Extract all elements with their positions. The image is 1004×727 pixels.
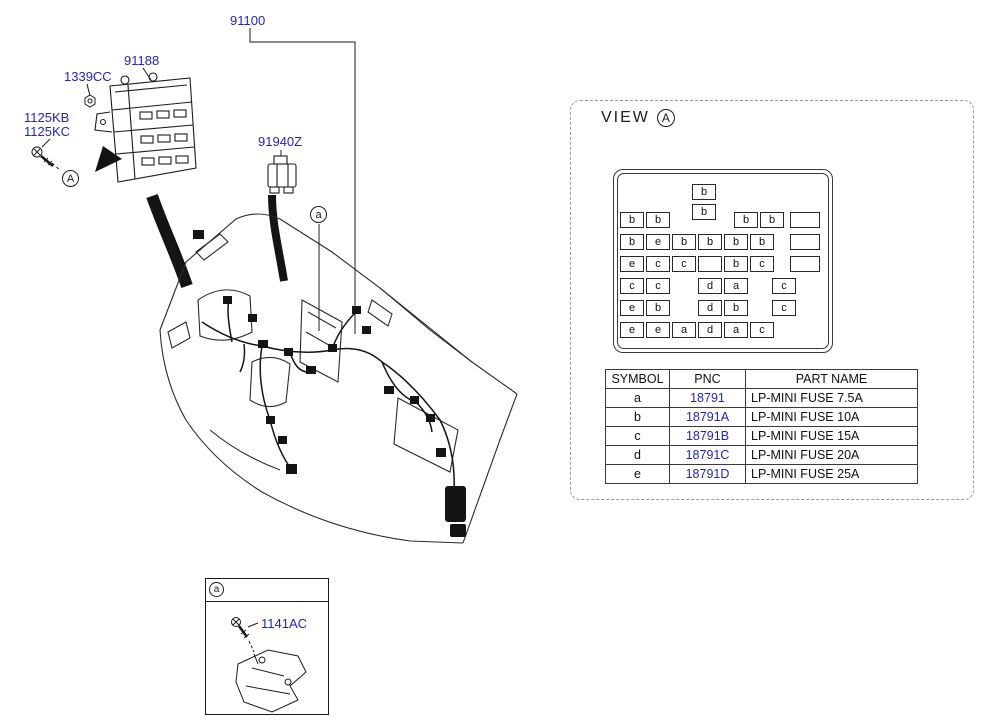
pnc-link[interactable]: 18791A (669, 407, 746, 427)
symbol-cell: b (605, 407, 670, 427)
fuse-cell-b: b (724, 256, 748, 272)
col-header-pnc: PNC (669, 369, 746, 389)
symbol-cell: e (605, 464, 670, 484)
fuse-cell-e: e (620, 256, 644, 272)
fuse-cell-b: b (750, 234, 774, 250)
callout-A-view-icon: A (656, 109, 675, 127)
harness-straps (146, 193, 288, 288)
part-label-91188[interactable]: 91188 (124, 53, 160, 68)
fuse-cell-b: b (620, 212, 644, 228)
fuse-cell-b: b (620, 234, 644, 250)
pnc-link[interactable]: 18791B (669, 426, 746, 446)
fuse-cell-b: b (734, 212, 758, 228)
fuse-cell-c: c (772, 300, 796, 316)
fuse-cell-d: d (698, 278, 722, 294)
symbol-cell: c (605, 426, 670, 446)
part-label-91100[interactable]: 91100 (230, 13, 266, 28)
fuse-cell-d: d (698, 300, 722, 316)
fuse-cell-a: a (724, 278, 748, 294)
part-name-cell: LP-MINI FUSE 7.5A (745, 388, 918, 408)
callout-a-main: a (310, 206, 327, 223)
fuse-cell-c: c (672, 256, 696, 272)
fuse-cell-b: b (724, 300, 748, 316)
fuse-cell-b: b (692, 204, 716, 220)
fuse-cell-b: b (646, 212, 670, 228)
part-name-cell: LP-MINI FUSE 10A (745, 407, 918, 427)
pnc-link[interactable]: 18791 (669, 388, 746, 408)
fuse-cell-a: a (672, 322, 696, 338)
part-label-1339CC[interactable]: 1339CC (64, 69, 112, 84)
fuse-cell-blank (790, 234, 820, 250)
part-label-91940Z[interactable]: 91940Z (258, 134, 303, 149)
fuse-cell-c: c (750, 256, 774, 272)
part-label-1141AC[interactable]: 1141AC (261, 616, 308, 631)
inset-a-box: a 1141AC (205, 578, 329, 715)
fuse-cell-b: b (698, 234, 722, 250)
fuse-cell-e: e (646, 322, 670, 338)
table-header-row: SYMBOL PNC PART NAME (605, 369, 918, 389)
col-header-symbol: SYMBOL (605, 369, 670, 389)
fuse-cell-c: c (772, 278, 796, 294)
part-name-cell: LP-MINI FUSE 15A (745, 426, 918, 446)
fuse-cell-d: d (698, 322, 722, 338)
symbol-cell: a (605, 388, 670, 408)
fuse-cell-e: e (620, 322, 644, 338)
col-header-part-name: PART NAME (745, 369, 918, 389)
fuse-cell-b: b (646, 300, 670, 316)
callout-a-inset: a (209, 582, 224, 597)
fuse-cell-c: c (750, 322, 774, 338)
inset-bracket-drawing (235, 649, 307, 713)
pnc-link[interactable]: 18791D (669, 464, 746, 484)
callout-A-bolt: A (62, 170, 79, 187)
fuse-cell-b: b (672, 234, 696, 250)
fuse-cell-b: b (760, 212, 784, 228)
part-name-cell: LP-MINI FUSE 20A (745, 445, 918, 465)
fuse-cell-b: b (724, 234, 748, 250)
fuse-box-drawing (94, 72, 197, 183)
part-label-1125KB[interactable]: 1125KB (24, 110, 70, 125)
bolt-drawing (31, 146, 54, 167)
fuse-cell-blank (790, 256, 820, 272)
fuse-cell-e: e (620, 300, 644, 316)
harness-connectors (193, 230, 466, 537)
part-label-1125KC[interactable]: 1125KC (24, 124, 71, 139)
symbol-cell: d (605, 445, 670, 465)
fuse-cell-e: e (646, 234, 670, 250)
fuse-cell-a: a (724, 322, 748, 338)
fuse-cell-blank (698, 256, 722, 272)
direction-arrow-icon (95, 146, 122, 172)
inset-bolt-drawing (231, 617, 255, 653)
inset-header-divider (206, 601, 328, 602)
fuse-cell-c: c (646, 278, 670, 294)
fuse-cell-b: b (692, 184, 716, 200)
fuse-layout-inner-border (617, 173, 829, 349)
part-name-cell: LP-MINI FUSE 25A (745, 464, 918, 484)
fuse-cell-c: c (620, 278, 644, 294)
relay-drawing (267, 155, 297, 194)
nut-drawing (84, 94, 96, 108)
fuse-cell-blank (790, 212, 820, 228)
view-title: VIEW (601, 109, 650, 126)
leader-lines (41, 28, 356, 628)
dashboard-outline (159, 213, 518, 544)
pnc-link[interactable]: 18791C (669, 445, 746, 465)
view-title-row: VIEW A (601, 109, 675, 127)
fuse-cell-c: c (646, 256, 670, 272)
